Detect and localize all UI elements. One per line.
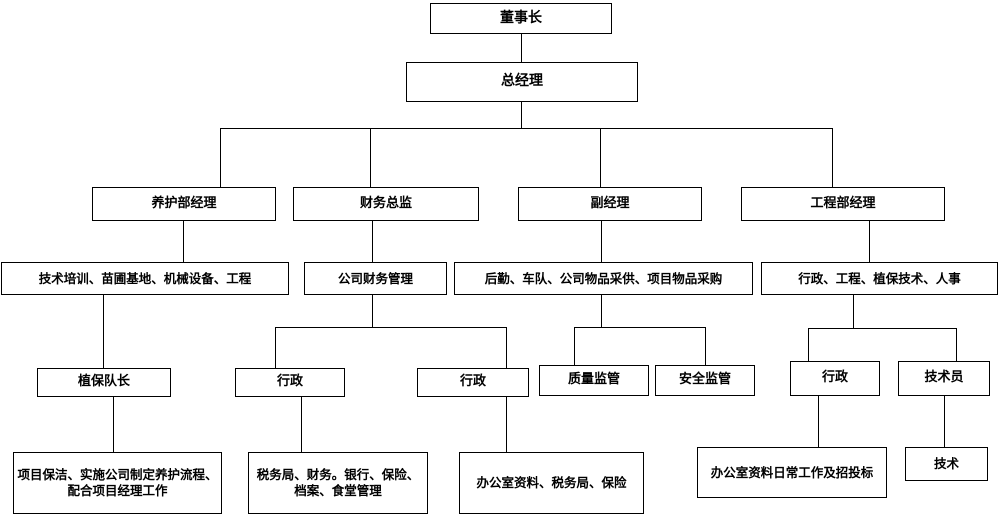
node-plant-team-duties-label: 项目保洁、实施公司制定养护流程、配合项目经理工作 (17, 467, 218, 498)
node-plant-team-leader[interactable]: 植保队长 (37, 368, 171, 397)
node-maintenance-manager-label: 养护部经理 (151, 195, 217, 211)
connector-bus-to-engineering (832, 128, 833, 187)
connector-technician-to-duties (944, 396, 945, 447)
node-finance-admin-2[interactable]: 行政 (417, 368, 529, 397)
node-deputy-duties[interactable]: 后勤、车队、公司物品采供、项目物品采购 (454, 262, 753, 295)
connector-admin1-to-duties (301, 396, 302, 452)
node-maintenance-manager[interactable]: 养护部经理 (92, 187, 276, 221)
node-general-manager[interactable]: 总经理 (406, 62, 638, 102)
node-finance-duties[interactable]: 公司财务管理 (304, 262, 447, 295)
connector-finance-duties-down (372, 295, 373, 327)
connector-engadmin-to-duties (818, 396, 819, 447)
connector-finance-duties-bus (275, 327, 506, 328)
connector-engineering-duties-down (853, 295, 854, 328)
node-finance-director[interactable]: 财务总监 (293, 187, 479, 221)
node-finance-director-label: 财务总监 (359, 195, 412, 211)
node-chairman-label: 董事长 (500, 9, 542, 26)
node-technician[interactable]: 技术员 (898, 361, 990, 396)
connector-deputy-to-duties (601, 220, 602, 262)
node-engineering-admin-duties[interactable]: 办公室资料日常工作及招投标 (697, 447, 887, 498)
node-technician-label: 技术员 (924, 370, 964, 386)
connector-finance-to-duties (372, 220, 373, 262)
node-engineering-admin-duties-label: 办公室资料日常工作及招投标 (710, 464, 874, 480)
connector-gm-down (521, 101, 522, 128)
node-engineering-admin-label: 行政 (821, 370, 848, 386)
connector-engineering-bus-to-technician (956, 328, 957, 361)
node-deputy-duties-label: 后勤、车队、公司物品采供、项目物品采购 (484, 270, 723, 286)
node-maintenance-duties[interactable]: 技术培训、苗圃基地、机械设备、工程 (1, 262, 289, 295)
connector-deputy-duties-down (601, 295, 602, 327)
node-finance-admin-2-label: 行政 (459, 374, 486, 390)
node-plant-team-duties[interactable]: 项目保洁、实施公司制定养护流程、配合项目经理工作 (13, 452, 222, 514)
node-maintenance-duties-label: 技术培训、苗圃基地、机械设备、工程 (38, 270, 252, 286)
node-finance-admin-1-duties[interactable]: 税务局、财务。银行、保险、档案、食堂管理 (248, 452, 428, 514)
connector-bus-to-deputy (600, 128, 601, 187)
connector-chairman-to-gm (521, 33, 522, 63)
connector-deputy-bus-to-safety (705, 327, 706, 365)
node-engineering-manager[interactable]: 工程部经理 (741, 187, 945, 221)
node-safety-supervision[interactable]: 安全监管 (655, 365, 755, 396)
connector-engineering-to-duties (869, 220, 870, 262)
connector-finance-bus-to-admin2 (506, 327, 507, 368)
node-technician-duties-label: 技术 (933, 456, 959, 472)
node-finance-admin-2-duties[interactable]: 办公室资料、税务局、保险 (459, 452, 644, 514)
node-finance-admin-1[interactable]: 行政 (235, 368, 345, 397)
node-engineering-duties-label: 行政、工程、植保技术、人事 (798, 270, 961, 286)
connector-engineering-duties-bus (808, 328, 956, 329)
connector-bus-to-finance (370, 128, 371, 187)
node-general-manager-label: 总经理 (501, 73, 543, 90)
node-chairman[interactable]: 董事长 (430, 3, 612, 34)
node-finance-admin-2-duties-label: 办公室资料、税务局、保险 (476, 475, 627, 491)
node-plant-team-leader-label: 植保队长 (77, 374, 130, 390)
node-engineering-duties[interactable]: 行政、工程、植保技术、人事 (761, 262, 998, 295)
connector-deputy-duties-bus (574, 327, 705, 328)
node-deputy-manager[interactable]: 副经理 (518, 187, 702, 221)
connector-admin2-to-duties (506, 396, 507, 452)
connector-leader-to-duties (113, 396, 114, 452)
node-deputy-manager-label: 副经理 (590, 195, 630, 211)
connector-maintenance-to-duties (183, 220, 184, 262)
connector-engineering-bus-to-admin (808, 328, 809, 361)
connector-maintenance-duties-to-leader (103, 295, 104, 368)
node-finance-duties-label: 公司财务管理 (337, 270, 413, 286)
node-finance-admin-1-duties-label: 税务局、财务。银行、保险、档案、食堂管理 (256, 467, 420, 498)
node-finance-admin-1-label: 行政 (276, 374, 303, 390)
connector-bus-to-maintenance (220, 128, 221, 187)
node-quality-supervision-label: 质量监管 (567, 372, 620, 388)
connector-level3-bus (220, 128, 832, 129)
node-quality-supervision[interactable]: 质量监管 (539, 365, 649, 396)
node-safety-supervision-label: 安全监管 (678, 372, 731, 388)
node-technician-duties[interactable]: 技术 (905, 447, 988, 481)
node-engineering-admin[interactable]: 行政 (790, 361, 880, 396)
connector-deputy-bus-to-quality (574, 327, 575, 365)
connector-finance-bus-to-admin1 (275, 327, 276, 368)
node-engineering-manager-label: 工程部经理 (810, 195, 876, 211)
